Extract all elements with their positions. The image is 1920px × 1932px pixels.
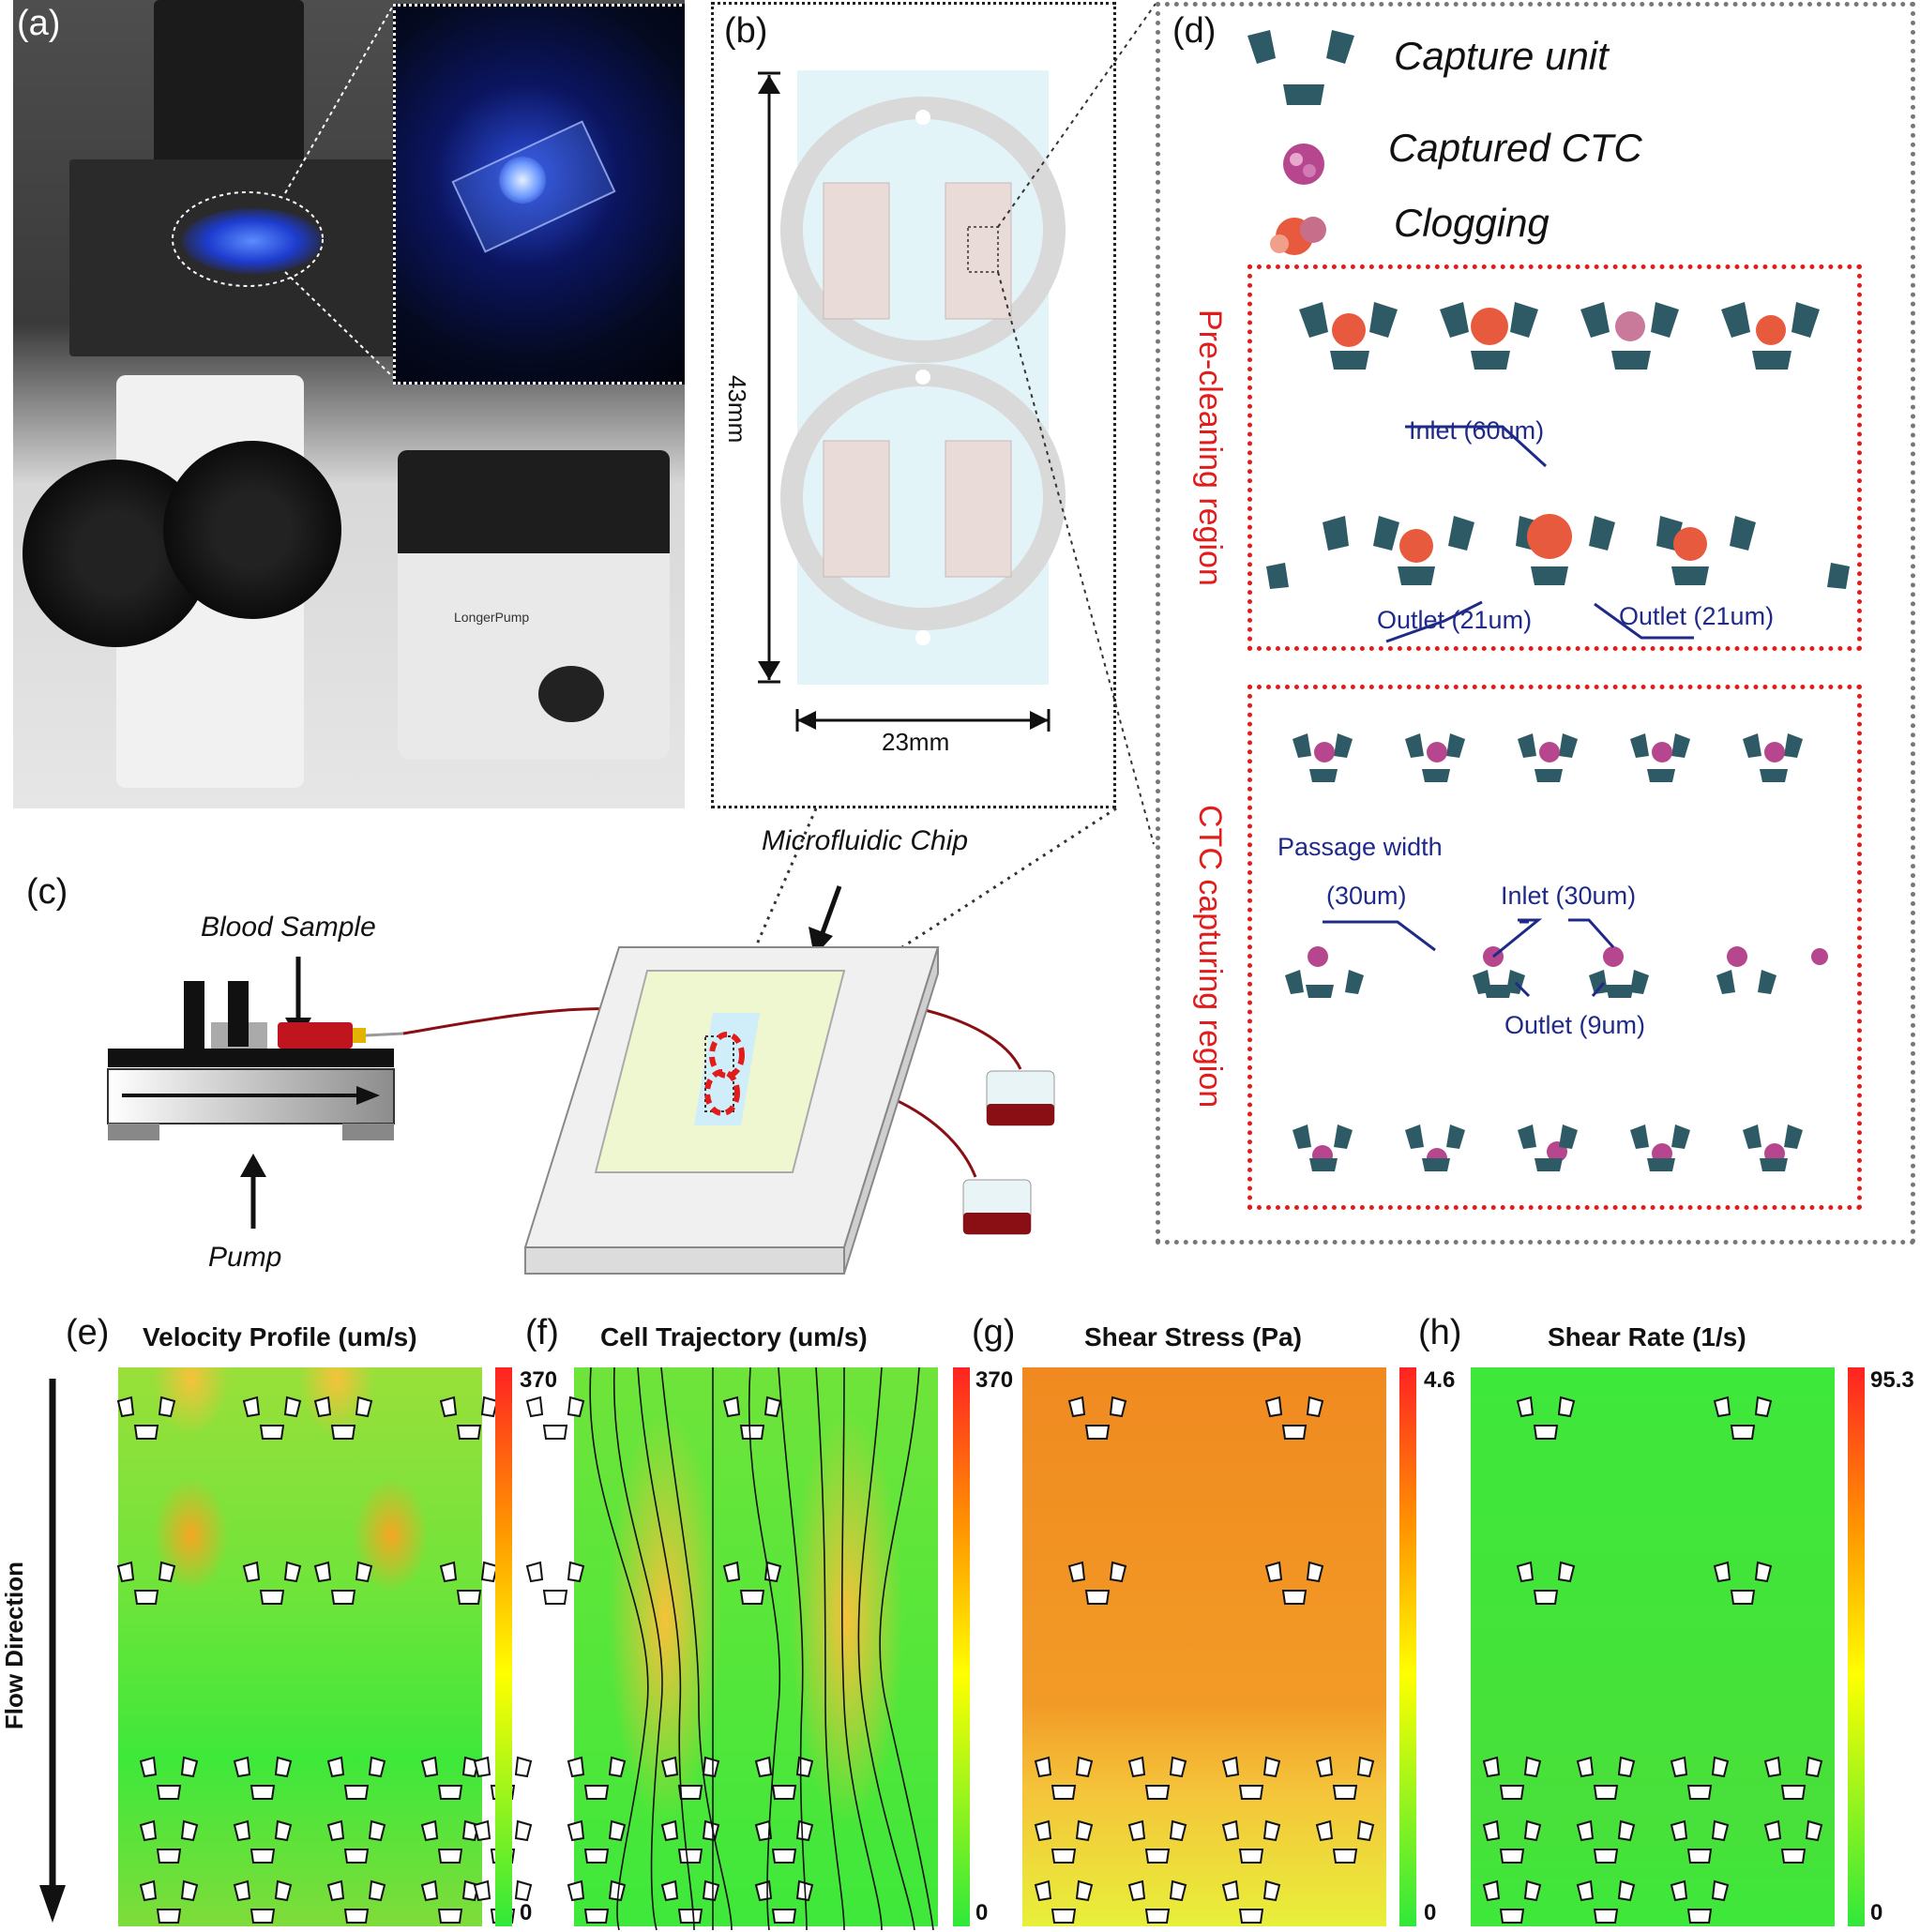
precleaning-label: Pre-cleaning region [1192,309,1228,586]
map-overlays [117,1367,1822,1930]
capturing-diagram [1285,733,1828,1171]
map-title-trajectory: Cell Trajectory (um/s) [600,1322,868,1351]
precleaning-outlet-right: Outlet (21um) [1619,602,1775,630]
chip-glow [182,208,323,274]
panel-b-box [711,2,1116,808]
legend-capture-unit: Capture unit [1394,34,1609,78]
panel-a-photo: LongerPump [13,0,685,808]
microfluidic-chip-label: Microfluidic Chip [762,825,969,856]
colorbar-velocity-min: 0 [520,1900,533,1925]
precleaning-box [1247,264,1862,651]
inset-glow [499,157,546,204]
precleaning-outlet-left: Outlet (21um) [1377,606,1533,634]
panel-a-inset [393,4,685,385]
map-title-velocity: Velocity Profile (um/s) [143,1322,417,1351]
precleaning-inlet: Inlet (60um) [1409,416,1545,445]
chip-height-label: 43mm [723,375,751,444]
panel-d-label: (d) [1172,11,1217,51]
colorbar-trajectory-min: 0 [975,1900,989,1925]
colorbar-trajectory [953,1367,970,1926]
colorbar-shear-stress-min: 0 [1424,1900,1437,1925]
precleaning-diagram [1266,302,1850,643]
pump-brand-label: LongerPump [454,610,530,625]
syringe-pump-photo: LongerPump [398,450,670,760]
capturing-box [1247,685,1862,1210]
zoom-lines-a [172,5,394,378]
legend-captured-ctc: Captured CTC [1388,126,1642,170]
flow-direction-arrow [39,1379,66,1923]
panel-e-label: (e) [66,1313,110,1352]
capturing-passage: Passage width [1277,833,1443,861]
colorbar-shear-rate-min: 0 [1870,1900,1883,1925]
capturing-inlet: Inlet (30um) [1501,882,1637,910]
colorbar-shear-rate [1848,1367,1865,1926]
pump-knob [538,666,604,722]
map-velocity [118,1367,482,1926]
map-title-shear-stress: Shear Stress (Pa) [1084,1322,1302,1351]
colorbar-trajectory-max: 370 [975,1367,1014,1393]
pump-top [398,450,670,553]
pump-label: Pump [208,1242,282,1273]
panel-h-label: (h) [1418,1313,1462,1352]
microscope-head [154,0,304,188]
colorbar-velocity [495,1367,512,1926]
eyepiece-right [163,441,341,619]
panel-f-label: (f) [525,1313,559,1352]
setup-schematic [107,885,1055,1275]
panel-d-box [1156,2,1915,1245]
capturing-label: CTC capturing region [1192,805,1228,1109]
blood-sample-label: Blood Sample [201,912,376,943]
legend-icons [1247,30,1354,255]
colorbar-shear-stress-max: 4.6 [1424,1367,1456,1393]
colorbar-velocity-max: 370 [520,1367,558,1393]
panel-g-label: (g) [972,1313,1016,1352]
map-trajectory [574,1367,938,1926]
colorbar-shear-stress [1399,1367,1416,1926]
map-title-shear-rate: Shear Rate (1/s) [1548,1322,1746,1351]
panel-a-label: (a) [17,4,61,43]
capturing-outlet: Outlet (9um) [1504,1011,1646,1039]
capturing-passage-value: (30um) [1326,882,1407,910]
chip-diagram [758,70,1066,732]
panel-b-label: (b) [724,11,768,51]
panel-c-label: (c) [26,872,68,912]
colorbar-shear-rate-max: 95.3 [1870,1367,1914,1393]
chip-width-label: 23mm [882,728,950,756]
legend-clogging: Clogging [1394,201,1550,245]
